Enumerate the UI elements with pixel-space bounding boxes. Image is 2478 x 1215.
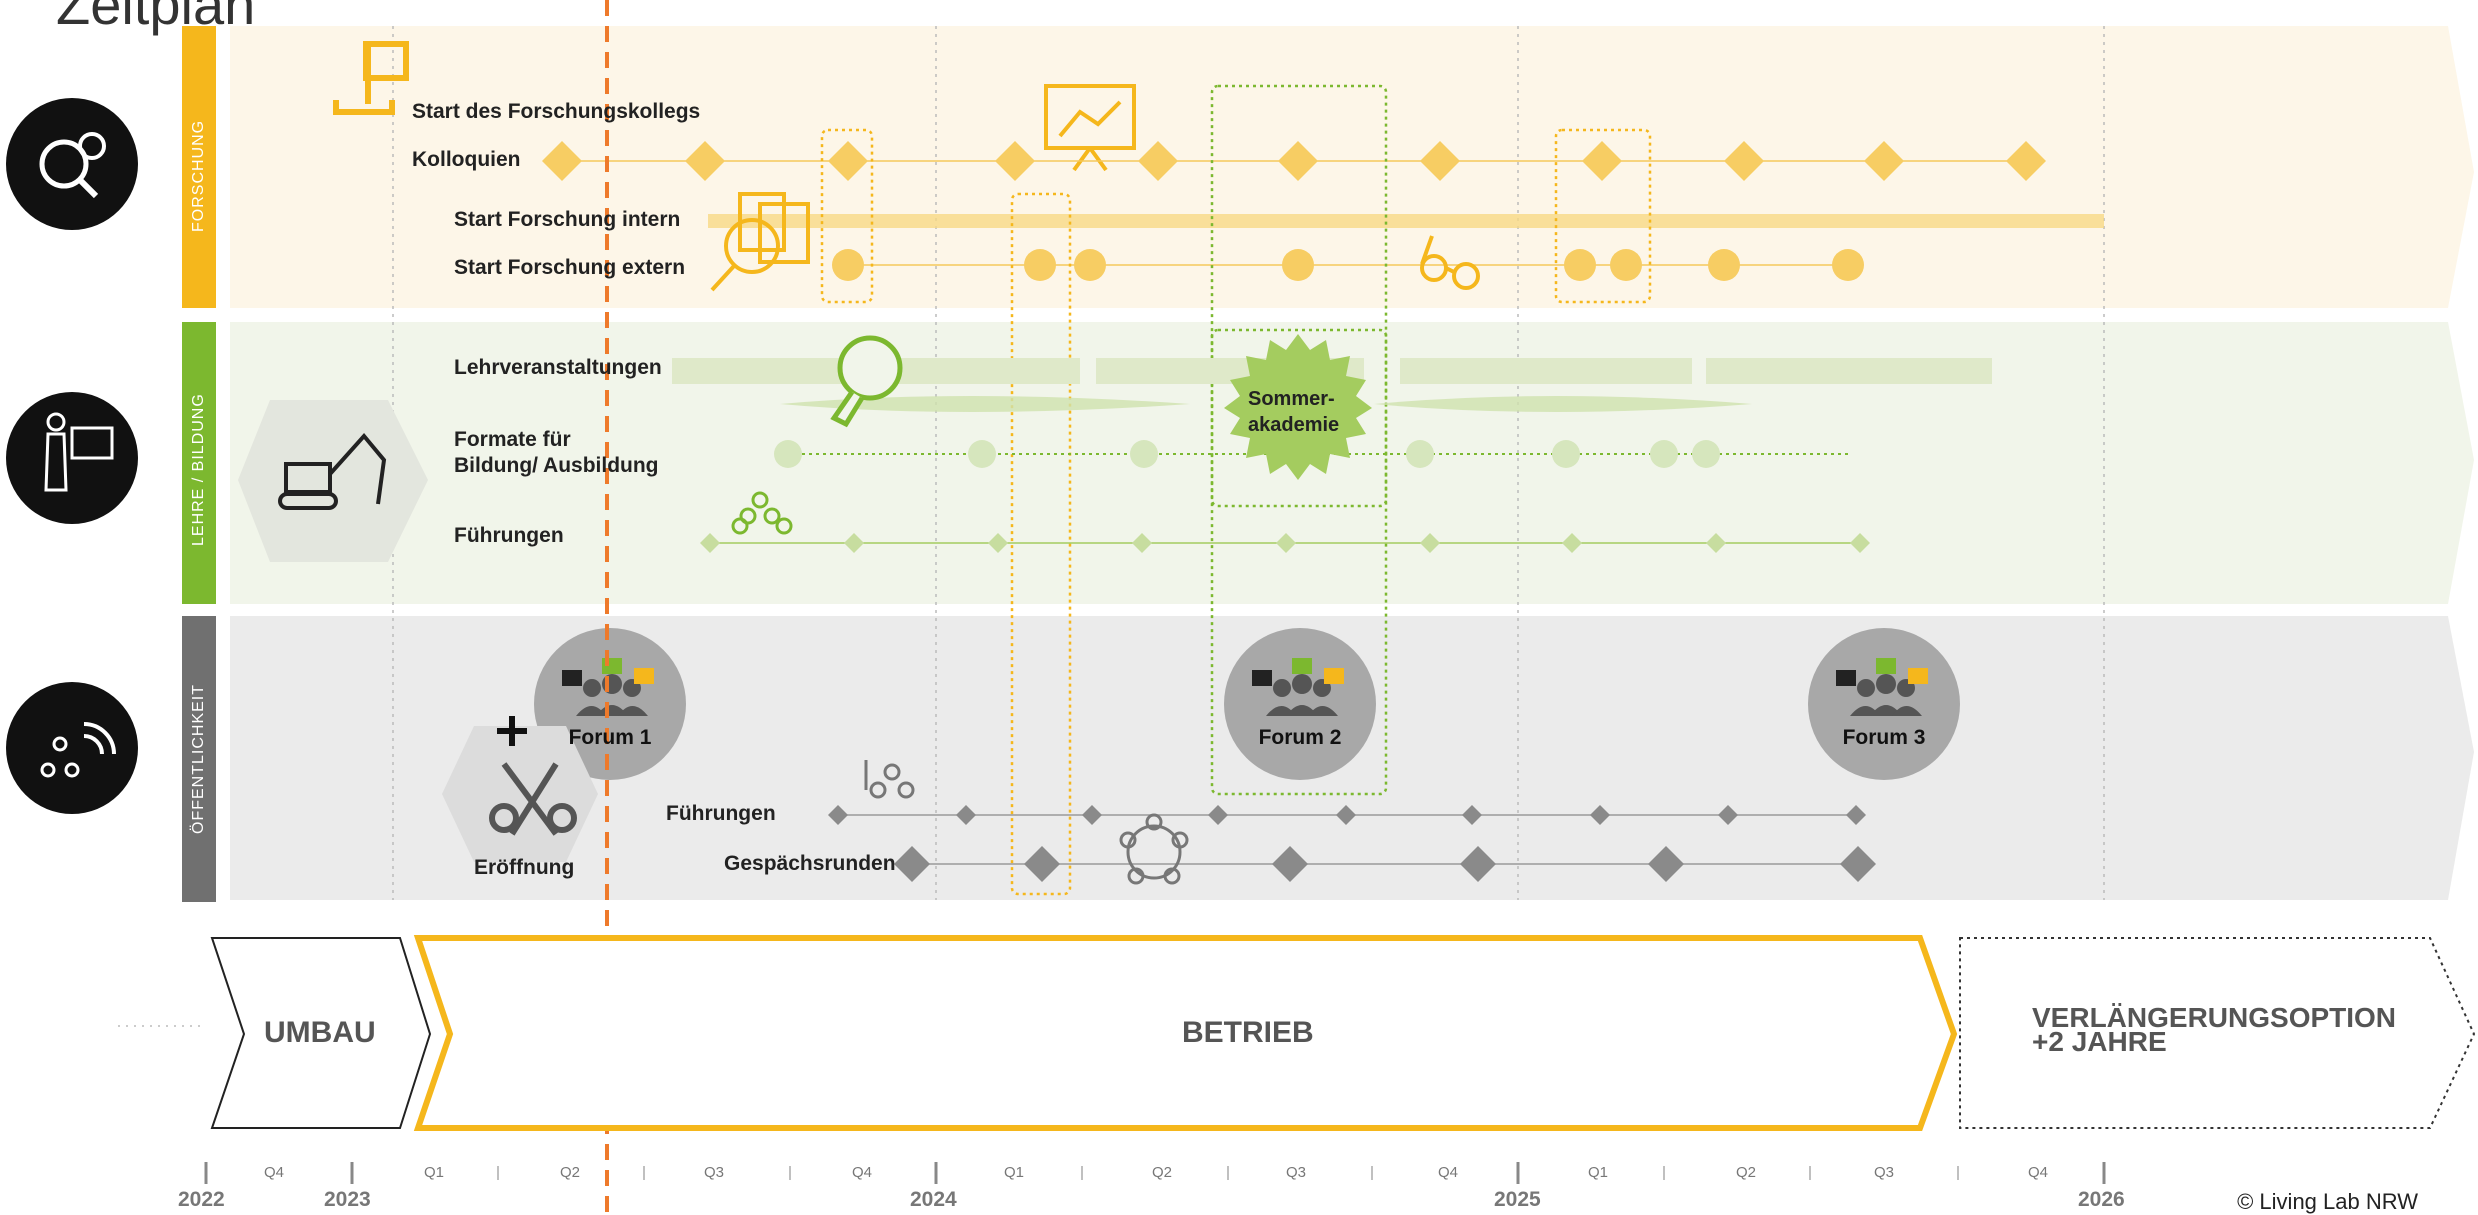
label-formate-1: Formate für (454, 428, 571, 451)
flag-icon (333, 41, 409, 115)
forum2-label: Forum 2 (1258, 726, 1342, 749)
page-title: Zeitplan (56, 0, 256, 36)
label-kolloquien: Kolloquien (412, 148, 521, 171)
research-icon (6, 98, 138, 230)
scissors-icon (489, 762, 577, 836)
label-start-forschungskolleg: Start des Forschungskollegs (412, 100, 701, 123)
phase-betrieb: BETRIEB (1182, 1016, 1314, 1049)
quarter-tick: Q4 (2028, 1164, 2049, 1181)
label-oeff-fuehrungen: Führungen (666, 802, 776, 825)
quarter-tick: Q3 (704, 1164, 725, 1181)
sommerakademie-burst (1224, 334, 1372, 480)
phase-verlaengerung-1: VERLÄNGERUNGSOPTION (2032, 1002, 2397, 1033)
quarter-tick: Q3 (1874, 1164, 1895, 1181)
umbau-hexagon (238, 400, 428, 562)
quarter-tick: Q2 (1152, 1164, 1173, 1181)
forum-people-icons (562, 658, 1928, 716)
gespraech-diamonds (894, 846, 1876, 882)
quarter-tick: Q4 (1438, 1164, 1459, 1181)
lane-label-lehre: LEHRE / BILDUNG (190, 393, 207, 546)
label-lehrveranstaltungen: Lehrveranstaltungen (454, 356, 662, 379)
label-formate-2: Bildung/ Ausbildung (454, 454, 659, 477)
public-icon (6, 682, 138, 814)
sommerakademie-line-1: Sommer- (1248, 388, 1335, 410)
year-label: 2024 (910, 1188, 957, 1211)
forschung-lane-bar (182, 26, 216, 308)
year-gridlines (392, 26, 2105, 900)
quarter-tick: Q1 (1004, 1164, 1025, 1181)
year-label: 2025 (1494, 1188, 1541, 1211)
lehre-fuehrungen-diamonds (700, 533, 1870, 553)
excavator-icon (278, 432, 387, 510)
lane-label-oeffentlichkeit: ÖFFENTLICHKEIT (190, 683, 207, 834)
quarter-tick: Q2 (560, 1164, 581, 1181)
lehre-lane-bar (182, 322, 216, 604)
quarter-tick: Q1 (424, 1164, 445, 1181)
forum1-label: Forum 1 (568, 726, 652, 749)
quarter-tick: Q4 (264, 1164, 285, 1181)
quarter-tick: Q4 (852, 1164, 873, 1181)
phase-verlaengerung-2: +2 JAHRE (2032, 1026, 2167, 1057)
quarter-tick: Q3 (1286, 1164, 1307, 1181)
round-table-icon (1119, 813, 1189, 885)
teaching-icon (6, 392, 138, 524)
lehre-lane-bg (230, 322, 2474, 604)
betrieb-arrow (413, 935, 1958, 1131)
label-forschung-extern: Start Forschung extern (454, 256, 686, 279)
forum3-circle (1808, 628, 1960, 780)
label-gespraechsrunden: Gespächsrunden (724, 852, 896, 875)
forum3-label: Forum 3 (1842, 726, 1926, 749)
umbau-arrow (210, 937, 432, 1129)
phase-umbau: UMBAU (264, 1016, 376, 1049)
group-icon-oeff (864, 760, 915, 799)
forum2-circle (1224, 628, 1376, 780)
sommerakademie-line-2: akademie (1248, 414, 1340, 436)
year-label: 2026 (2078, 1188, 2125, 1211)
documents-magnifier-icon (710, 192, 810, 292)
label-lehre-fuehrungen: Führungen (454, 524, 564, 547)
copyright: © Living Lab NRW (2237, 1189, 2418, 1214)
forschung-intern-bar (708, 214, 2104, 228)
presentation-chart-icon (1044, 84, 1136, 172)
verlaengerung-arrow (1959, 937, 2476, 1129)
kolloquien-diamonds (542, 141, 2046, 181)
oeffentlichkeit-lane-bar (182, 616, 216, 902)
forschung-lane-bg (230, 26, 2474, 308)
group-icon-lehre (731, 491, 793, 535)
quarter-tick: Q1 (1588, 1164, 1609, 1181)
forschung-extern-dots (832, 249, 1864, 281)
formate-dots (774, 440, 1720, 468)
year-label: 2023 (324, 1188, 371, 1211)
label-eroeffnung: Eröffnung (474, 856, 575, 879)
glasses-icon (1420, 235, 1480, 290)
oeff-fuehrungen-diamonds (828, 805, 1866, 825)
year-label: 2022 (178, 1188, 225, 1211)
label-forschung-intern: Start Forschung intern (454, 208, 681, 231)
quarter-tick: Q2 (1736, 1164, 1757, 1181)
lane-label-forschung: FORSCHUNG (190, 119, 207, 232)
lightbulb-icon (830, 335, 903, 428)
plus-icon (497, 716, 527, 746)
